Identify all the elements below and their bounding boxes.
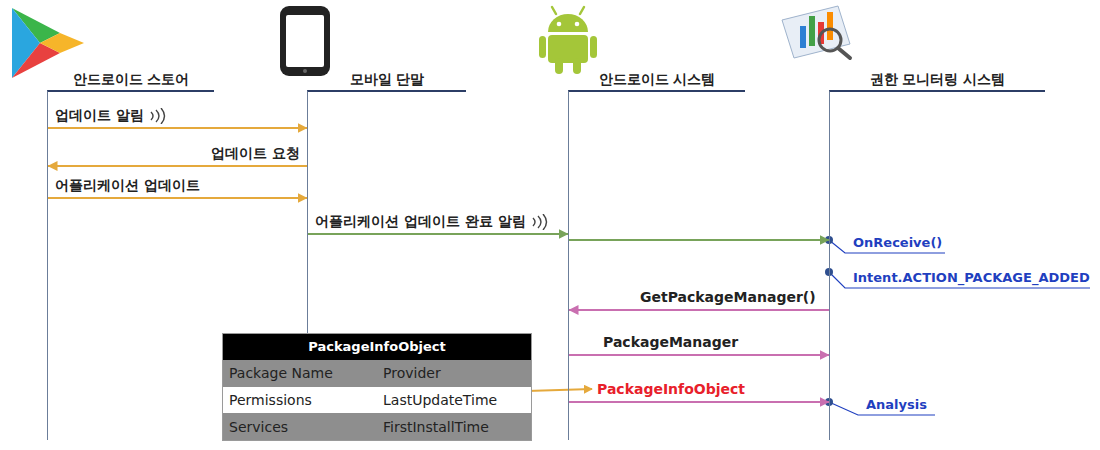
callback-label: Analysis xyxy=(866,397,927,413)
lifeline-title: 안드로이드 시스템 xyxy=(569,71,745,92)
message-label: 어플리케이션 업데이트 xyxy=(55,177,200,194)
message-text: 어플리케이션 업데이트 xyxy=(55,177,200,194)
table-leader-arrow xyxy=(527,389,592,391)
package-info-table: PackageInfoObjectPackage NameProviderPer… xyxy=(222,333,532,441)
message-text: 업데이트 알림 xyxy=(55,107,144,124)
message-arrow xyxy=(569,309,830,311)
message-label: PackageManager xyxy=(603,334,738,351)
lifeline-title: 모바일 단말 xyxy=(308,71,466,92)
phone-icon xyxy=(280,6,330,76)
signal-wave xyxy=(148,108,168,124)
message-label: 어플리케이션 업데이트 완료 알림 xyxy=(315,213,550,230)
table-cell: FirstInstallTime xyxy=(377,413,531,440)
message-label: GetPackageManager() xyxy=(640,289,816,306)
message-label: PackageInfoObject xyxy=(597,381,745,398)
table-cell: Services xyxy=(223,413,377,440)
message-arrow xyxy=(569,239,830,241)
message-text: 어플리케이션 업데이트 완료 알림 xyxy=(315,213,526,230)
message-label: 업데이트 요청 xyxy=(211,145,300,162)
lifeline: 안드로이드 스토어 xyxy=(47,90,214,440)
message-arrow xyxy=(48,127,308,129)
message-text: PackageInfoObject xyxy=(597,381,745,398)
message-text: PackageManager xyxy=(603,334,738,351)
message-text: 업데이트 요청 xyxy=(211,145,300,162)
message-text: GetPackageManager() xyxy=(640,289,816,306)
table-header: PackageInfoObject xyxy=(223,334,531,360)
monitor-leaders xyxy=(829,240,1090,415)
play-store-icon xyxy=(12,8,84,78)
message-arrow xyxy=(308,233,569,235)
callback-label: OnReceive() xyxy=(853,235,942,251)
callback-label: Intent.ACTION_PACKAGE_ADDED xyxy=(853,270,1090,286)
signal-wave xyxy=(530,214,550,230)
lifeline-title: 안드로이드 스토어 xyxy=(48,71,214,92)
android-icon xyxy=(539,7,597,74)
table-cell: Permissions xyxy=(223,387,377,414)
chart-icon xyxy=(782,6,850,58)
table-cell: Package Name xyxy=(223,360,377,387)
lifeline: 권한 모니터링 시스템 xyxy=(829,90,1045,440)
message-arrow xyxy=(48,165,308,167)
table-cell: Provider xyxy=(377,360,531,387)
message-arrow xyxy=(569,401,830,403)
message-arrow xyxy=(569,354,830,356)
message-arrow xyxy=(48,197,308,199)
lifeline-title: 권한 모니터링 시스템 xyxy=(830,71,1045,92)
table-cell: LastUpdateTime xyxy=(377,387,531,414)
message-label: 업데이트 알림 xyxy=(55,107,168,124)
